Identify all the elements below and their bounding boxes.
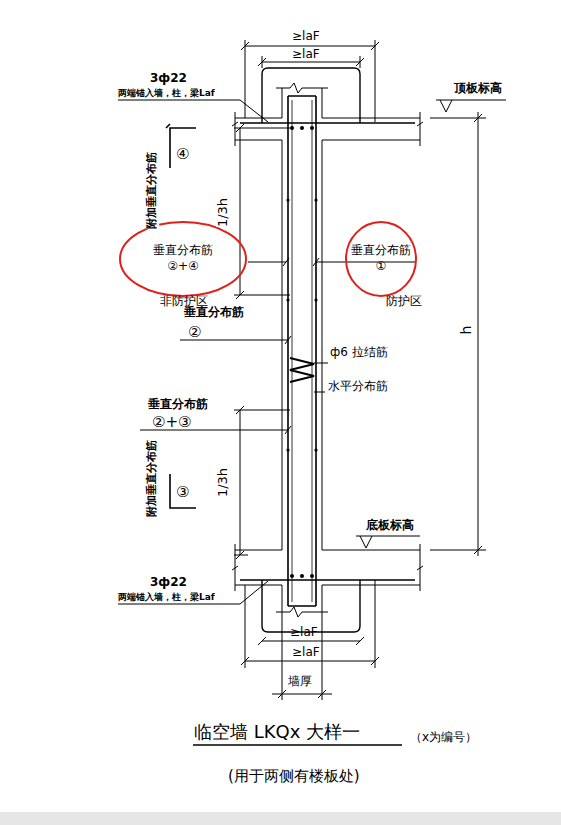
- dimension: ≥laF: [292, 48, 320, 62]
- callout-number: ②+③: [152, 414, 191, 431]
- rebar-label: 垂直分布筋: [118, 243, 248, 259]
- callout-number: ①: [344, 259, 418, 275]
- drawing-title: 临空墙 LKQx 大样一: [194, 722, 360, 743]
- rebar-label: 附加垂直分布筋: [146, 151, 159, 228]
- highlight-ellipse: 垂直分布筋①: [344, 220, 418, 298]
- zone-label: 防护区: [386, 295, 422, 309]
- note: 两端锚入墙，柱，梁Laf: [118, 88, 215, 98]
- bottom-band: [0, 812, 561, 825]
- dimension: h: [458, 326, 474, 335]
- note: （x为编号）: [410, 731, 477, 745]
- drawing-caption: (用于两侧有楼板处): [228, 768, 360, 785]
- rebar-label: 水平分布筋: [328, 380, 388, 394]
- rebar-label: 附加垂直分布筋: [146, 439, 159, 516]
- rebar-spec: 3ф22: [150, 72, 187, 86]
- callout-number: ②+④: [118, 259, 248, 275]
- rebar-label: 垂直分布筋: [344, 243, 418, 259]
- callout-number: ②: [188, 324, 201, 341]
- rebar-label: 垂直分布筋: [148, 398, 208, 412]
- node-text-wrap: 垂直分布筋①: [344, 243, 418, 274]
- dimension: ≥laF: [292, 646, 320, 660]
- dimension: 1/3h: [217, 197, 232, 226]
- dimension: ≥laF: [290, 626, 318, 640]
- dimension: 1/3h: [217, 467, 232, 496]
- rebar-label: ф6 拉结筋: [330, 346, 388, 360]
- callout-number: ③: [176, 484, 189, 501]
- rebar-label: 垂直分布筋: [184, 306, 244, 320]
- rebar-spec: 3ф22: [150, 576, 187, 590]
- dimension: 墙厚: [288, 675, 312, 689]
- node-text-wrap: 垂直分布筋②+④: [118, 243, 248, 274]
- level-label: 顶板标高: [454, 82, 502, 96]
- level-label: 底板标高: [366, 519, 414, 533]
- dimension: ≥laF: [292, 30, 320, 44]
- note: 两端锚入墙，柱，梁Laf: [118, 592, 215, 602]
- callout-number: ④: [176, 146, 189, 163]
- highlight-ellipse: 垂直分布筋②+④: [118, 220, 248, 298]
